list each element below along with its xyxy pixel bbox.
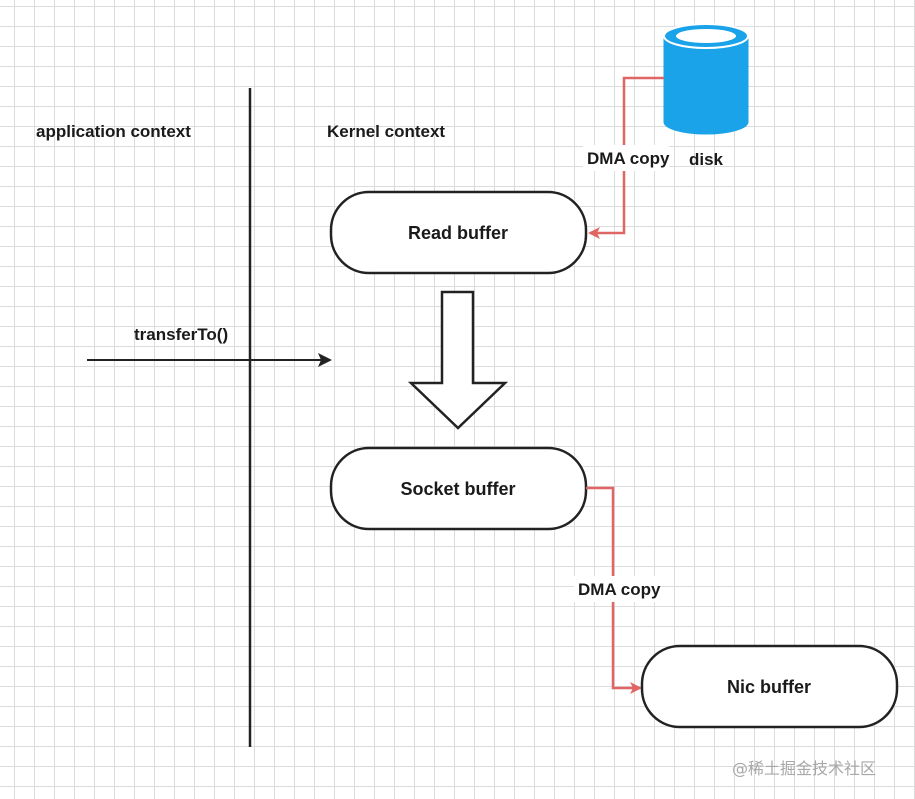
disk-label: disk xyxy=(689,150,724,169)
nic-buffer-label: Nic buffer xyxy=(727,677,811,697)
disk-icon xyxy=(663,23,749,135)
transfer-call-label: transferTo() xyxy=(134,325,228,344)
dma-copy-label-bottom: DMA copy xyxy=(578,580,661,599)
read-buffer-label: Read buffer xyxy=(408,223,508,243)
kernel-context-label: Kernel context xyxy=(327,122,445,141)
socket-buffer-node: Socket buffer xyxy=(329,446,588,531)
watermark: @稀土掘金技术社区 xyxy=(732,759,876,778)
dma-label-bg-bottom xyxy=(574,576,660,602)
read-buffer-node: Read buffer xyxy=(329,190,588,275)
dma-label-bg-top xyxy=(583,145,669,171)
socket-buffer-label: Socket buffer xyxy=(400,479,515,499)
app-context-label: application context xyxy=(36,122,191,141)
dma-copy-label-top: DMA copy xyxy=(587,149,670,168)
copy-down-arrow xyxy=(407,290,509,430)
nic-buffer-node: Nic buffer xyxy=(640,644,899,729)
